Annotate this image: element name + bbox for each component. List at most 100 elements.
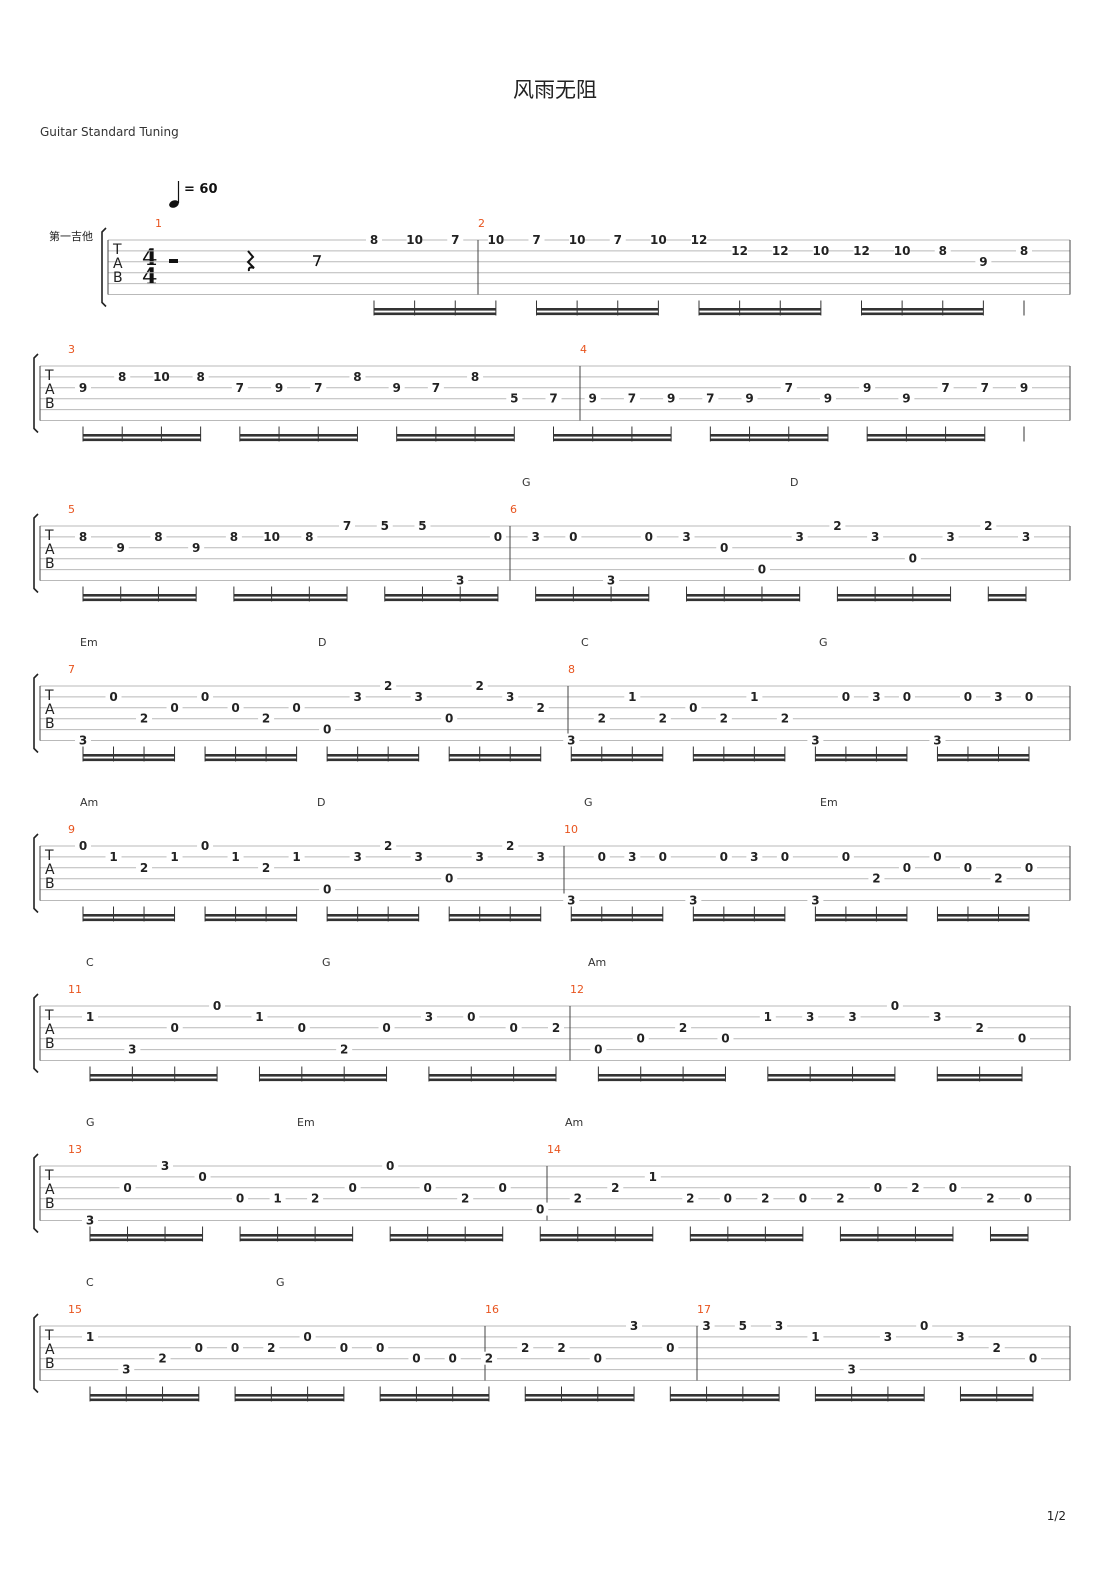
fret-number: 8 [79, 530, 87, 544]
note-beam [428, 1074, 556, 1077]
tab-clef-letter: B [45, 396, 55, 412]
fret-number: 3 [775, 1319, 783, 1333]
note-beam [327, 914, 419, 917]
note-beam [233, 598, 348, 602]
fret-number: 2 [521, 1341, 529, 1355]
note-beam [670, 1398, 780, 1402]
measure-number: 7 [68, 663, 75, 676]
tab-clef-letter: A [45, 382, 55, 398]
note-beam [990, 1234, 1028, 1237]
fret-bg [192, 369, 209, 383]
note-beam [867, 434, 985, 437]
note-beam [815, 914, 907, 917]
chord-name: Em [297, 1116, 315, 1129]
fret-number: 12 [691, 233, 708, 247]
fret-number: 7 [614, 233, 622, 247]
fret-bg [150, 529, 167, 543]
fret-number: 0 [171, 1021, 179, 1035]
chord-name: G [819, 636, 828, 649]
fret-number: 2 [986, 1192, 994, 1206]
fret-bg [837, 849, 854, 863]
fret-number: 2 [262, 712, 270, 726]
fret-bg [624, 849, 641, 863]
note-beam [327, 918, 419, 922]
fret-bg [791, 529, 808, 543]
fret-bg [944, 1180, 961, 1194]
fret-number: 0 [213, 999, 221, 1013]
fret-bg [772, 243, 789, 257]
fret-number: 0 [231, 1341, 239, 1355]
fret-number: 0 [569, 530, 577, 544]
tab-clef-letter: T [44, 368, 54, 384]
note-beam [380, 1394, 489, 1397]
note-beam [525, 1394, 635, 1397]
note-beam [449, 914, 541, 917]
chord-name: Am [80, 796, 98, 809]
system-bracket [33, 673, 39, 754]
note-beam [449, 754, 541, 757]
fret-bg [527, 529, 544, 543]
fret-number: 2 [537, 701, 545, 715]
fret-number: 9 [589, 392, 597, 406]
fret-bg [757, 1191, 774, 1205]
fret-number: 0 [1025, 861, 1033, 875]
tab-clef-letter: A [45, 542, 55, 558]
fret-number: 3 [506, 690, 514, 704]
fret-bg [251, 1009, 268, 1023]
tab-clef-letter: T [44, 688, 54, 704]
fret-bg [867, 529, 884, 543]
fret-number: 2 [140, 861, 148, 875]
fret-number: 2 [384, 839, 392, 853]
fret-bg [307, 1191, 324, 1205]
note-beam [571, 754, 663, 757]
fret-number: 0 [323, 723, 331, 737]
note-beam [553, 438, 672, 442]
note-beam [83, 758, 175, 762]
fret-number: 7 [706, 392, 714, 406]
fret-bg [166, 1020, 183, 1034]
fret-number: 7 [343, 519, 351, 533]
note-beam [449, 918, 541, 922]
note-beam [428, 1078, 556, 1082]
fret-bg [153, 369, 170, 383]
fret-bg [82, 1213, 98, 1227]
tab-clef-letter: A [113, 256, 123, 272]
fret-bg [812, 243, 829, 257]
tab-clef-letter: B [45, 1196, 55, 1212]
fret-bg [197, 689, 214, 703]
fret-number: 0 [799, 1192, 807, 1206]
tempo-marking: = 60 [169, 181, 218, 208]
fret-bg [372, 1340, 389, 1354]
fret-number: 9 [979, 255, 987, 269]
fret-bg [82, 1009, 98, 1023]
fret-bg [506, 391, 523, 405]
fret-number: 0 [758, 563, 766, 577]
fret-bg [675, 1020, 692, 1034]
fret-number: 2 [761, 1192, 769, 1206]
fret-bg [480, 1351, 497, 1365]
fret-number: 0 [292, 701, 300, 715]
fret-number: 0 [79, 839, 87, 853]
fret-number: 7 [785, 381, 793, 395]
fret-bg [502, 839, 519, 852]
chord-name: G [86, 1116, 95, 1129]
measure-number: 13 [68, 1143, 82, 1156]
note-beam [937, 754, 1029, 757]
tab-clef-letter: B [45, 716, 55, 732]
note-beam [960, 1398, 1033, 1402]
note-beam [205, 918, 297, 922]
fret-bg [166, 700, 183, 714]
fret-number: 3 [414, 850, 422, 864]
fret-number: 9 [1020, 381, 1028, 395]
fret-bg [494, 1180, 511, 1194]
fret-bg [528, 233, 545, 246]
tab-clef-letter: A [45, 702, 55, 718]
fret-bg [731, 243, 748, 257]
fret-bg [420, 1009, 437, 1023]
note-beam [384, 594, 498, 597]
fret-bg [802, 1009, 819, 1023]
fret-bg [258, 860, 275, 874]
